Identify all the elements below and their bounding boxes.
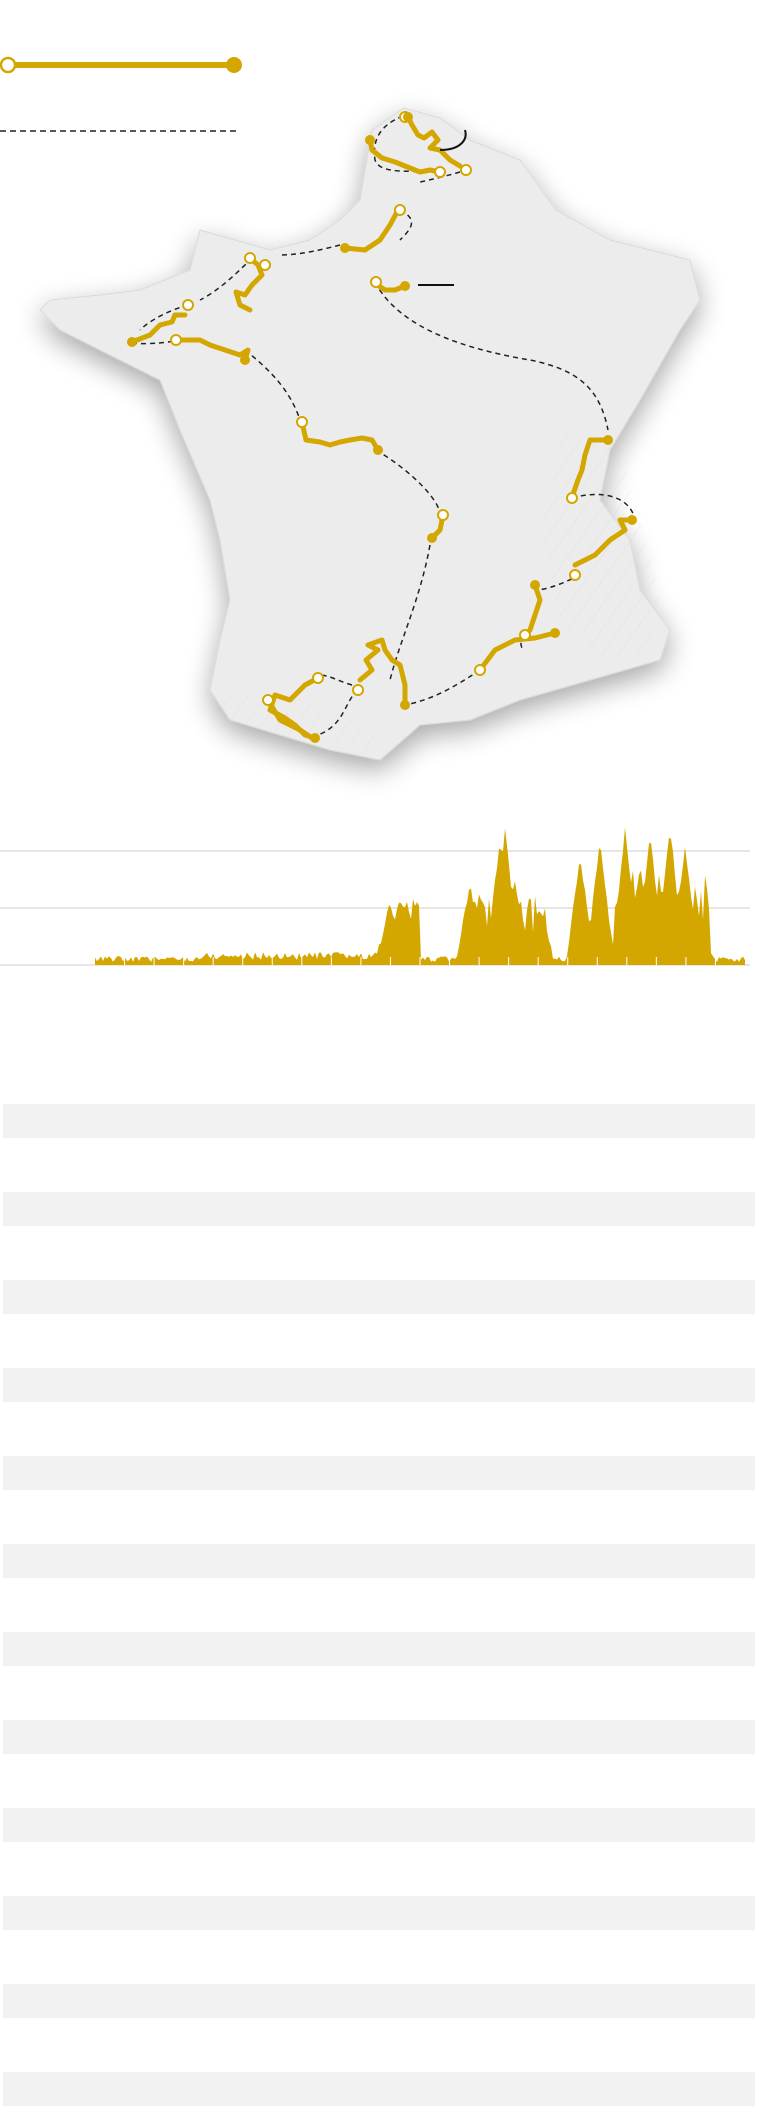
table-row	[0, 1324, 760, 1412]
table-row-background	[3, 1896, 755, 1930]
stage-finish-markers	[127, 112, 637, 743]
stage-start-marker	[170, 334, 182, 346]
table-row	[0, 1148, 760, 1236]
stage-route	[569, 437, 611, 500]
stage-finish-marker	[240, 355, 250, 365]
transfer-route	[199, 257, 253, 301]
stage-start-marker	[244, 252, 256, 264]
stage-finish-marker	[603, 435, 613, 445]
stage-routes	[129, 114, 635, 741]
stage-start-marker	[259, 259, 271, 271]
stage-route	[233, 255, 265, 313]
stage-start-marker	[569, 569, 581, 581]
stage-route	[405, 114, 463, 169]
stage-start-markers	[170, 111, 581, 706]
stage-finish-marker	[373, 445, 383, 455]
table-row	[0, 1940, 760, 2028]
stage-start-marker	[460, 164, 472, 176]
table-row-background	[3, 2072, 755, 2106]
stage-start-marker	[182, 299, 194, 311]
stage-route	[129, 312, 188, 345]
table-row	[0, 1412, 760, 1500]
stage-finish-marker	[400, 700, 410, 710]
table-row-background	[3, 1720, 755, 1754]
alps-relief	[540, 430, 660, 660]
table-row-background	[3, 1984, 755, 2018]
stage-start-marker	[262, 694, 274, 706]
transfer-route	[534, 574, 581, 591]
transfer-route	[404, 669, 481, 706]
stage-finish-marker	[127, 337, 137, 347]
stage-start-marker	[474, 664, 486, 676]
stage-start-marker	[437, 509, 449, 521]
stage-route	[299, 419, 381, 453]
table-row	[0, 1764, 760, 1852]
table-row-background	[3, 1456, 755, 1490]
stage-finish-marker	[310, 733, 320, 743]
stage-start-marker	[370, 276, 382, 288]
stage-dividers	[124, 957, 716, 965]
stage-route	[367, 137, 443, 175]
transfer-route	[244, 349, 301, 421]
map-legend	[0, 56, 242, 132]
stage-finish-marker	[400, 281, 410, 291]
table-row	[0, 1500, 760, 1588]
transfer-route	[375, 449, 441, 516]
stage-route	[477, 630, 558, 673]
legend-finish-marker	[226, 57, 242, 73]
table-row	[0, 1236, 760, 1324]
stage-route	[342, 207, 401, 253]
transfer-route	[374, 281, 609, 431]
stage-start-marker	[312, 672, 324, 684]
table-row-background	[3, 1632, 755, 1666]
route-map	[39, 107, 701, 761]
stage-finish-marker	[530, 580, 540, 590]
table-row	[0, 1676, 760, 1764]
table-row-background	[3, 1280, 755, 1314]
stage-finish-marker	[340, 243, 350, 253]
legend-start-marker	[0, 56, 17, 74]
transfer-route	[279, 244, 341, 256]
stage-start-marker	[434, 166, 446, 178]
table-row	[0, 1588, 760, 1676]
stage-finish-marker	[550, 628, 560, 638]
transfer-routes	[131, 115, 636, 736]
stage-start-marker	[566, 492, 578, 504]
stage-finish-marker	[627, 515, 637, 525]
table-row-background	[3, 1368, 755, 1402]
callout-line	[439, 129, 467, 151]
table-row-background	[3, 1192, 755, 1226]
stage-route	[373, 281, 408, 293]
table-row-background	[3, 1104, 755, 1138]
stage-finish-marker	[365, 135, 375, 145]
stage-finish-marker	[403, 112, 413, 122]
legend-stage-route	[0, 56, 242, 74]
stage-route	[572, 517, 635, 568]
transfer-route	[317, 674, 353, 686]
table-row	[0, 1060, 760, 1148]
stage-start-marker	[394, 204, 406, 216]
pyrenees-relief	[220, 690, 380, 750]
elevation-area	[95, 827, 745, 965]
stage-route	[265, 697, 315, 741]
stage-route	[357, 637, 408, 708]
transfer-route	[571, 493, 636, 521]
stage-start-marker	[296, 416, 308, 428]
stage-finish-marker	[427, 533, 437, 543]
france-landmass	[39, 107, 701, 761]
stage-start-marker	[352, 684, 364, 696]
transfer-route	[389, 544, 431, 681]
table-row-background	[3, 1808, 755, 1842]
elevation-profile	[0, 827, 750, 966]
stage-route	[173, 337, 251, 363]
stage-table	[0, 1060, 760, 2116]
table-row-background	[3, 1544, 755, 1578]
table-row	[0, 1852, 760, 1940]
table-row	[0, 2028, 760, 2116]
stage-start-marker	[519, 629, 531, 641]
